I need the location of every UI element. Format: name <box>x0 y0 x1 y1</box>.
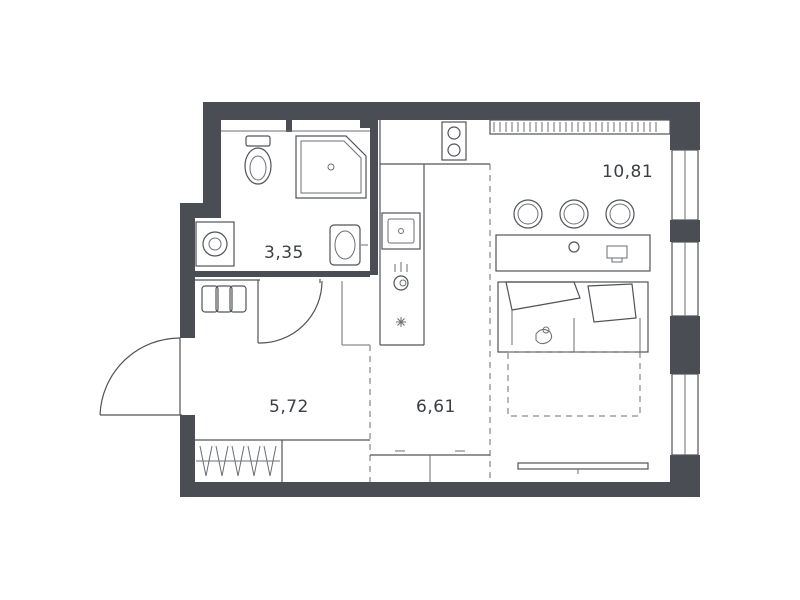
kitchen-area-label: 6,61 <box>416 397 456 417</box>
bathroom-fixtures <box>195 130 370 267</box>
bathroom-area-label: 3,35 <box>264 243 304 263</box>
hallway-area-label: 5,72 <box>269 397 309 417</box>
hangers <box>196 445 280 477</box>
living-area-label: 10,81 <box>602 162 654 182</box>
hallway-fixtures <box>99 279 371 482</box>
kitchen-fixtures <box>370 120 491 482</box>
windows <box>671 149 699 456</box>
living-fixtures <box>489 119 671 474</box>
walls <box>180 102 700 497</box>
